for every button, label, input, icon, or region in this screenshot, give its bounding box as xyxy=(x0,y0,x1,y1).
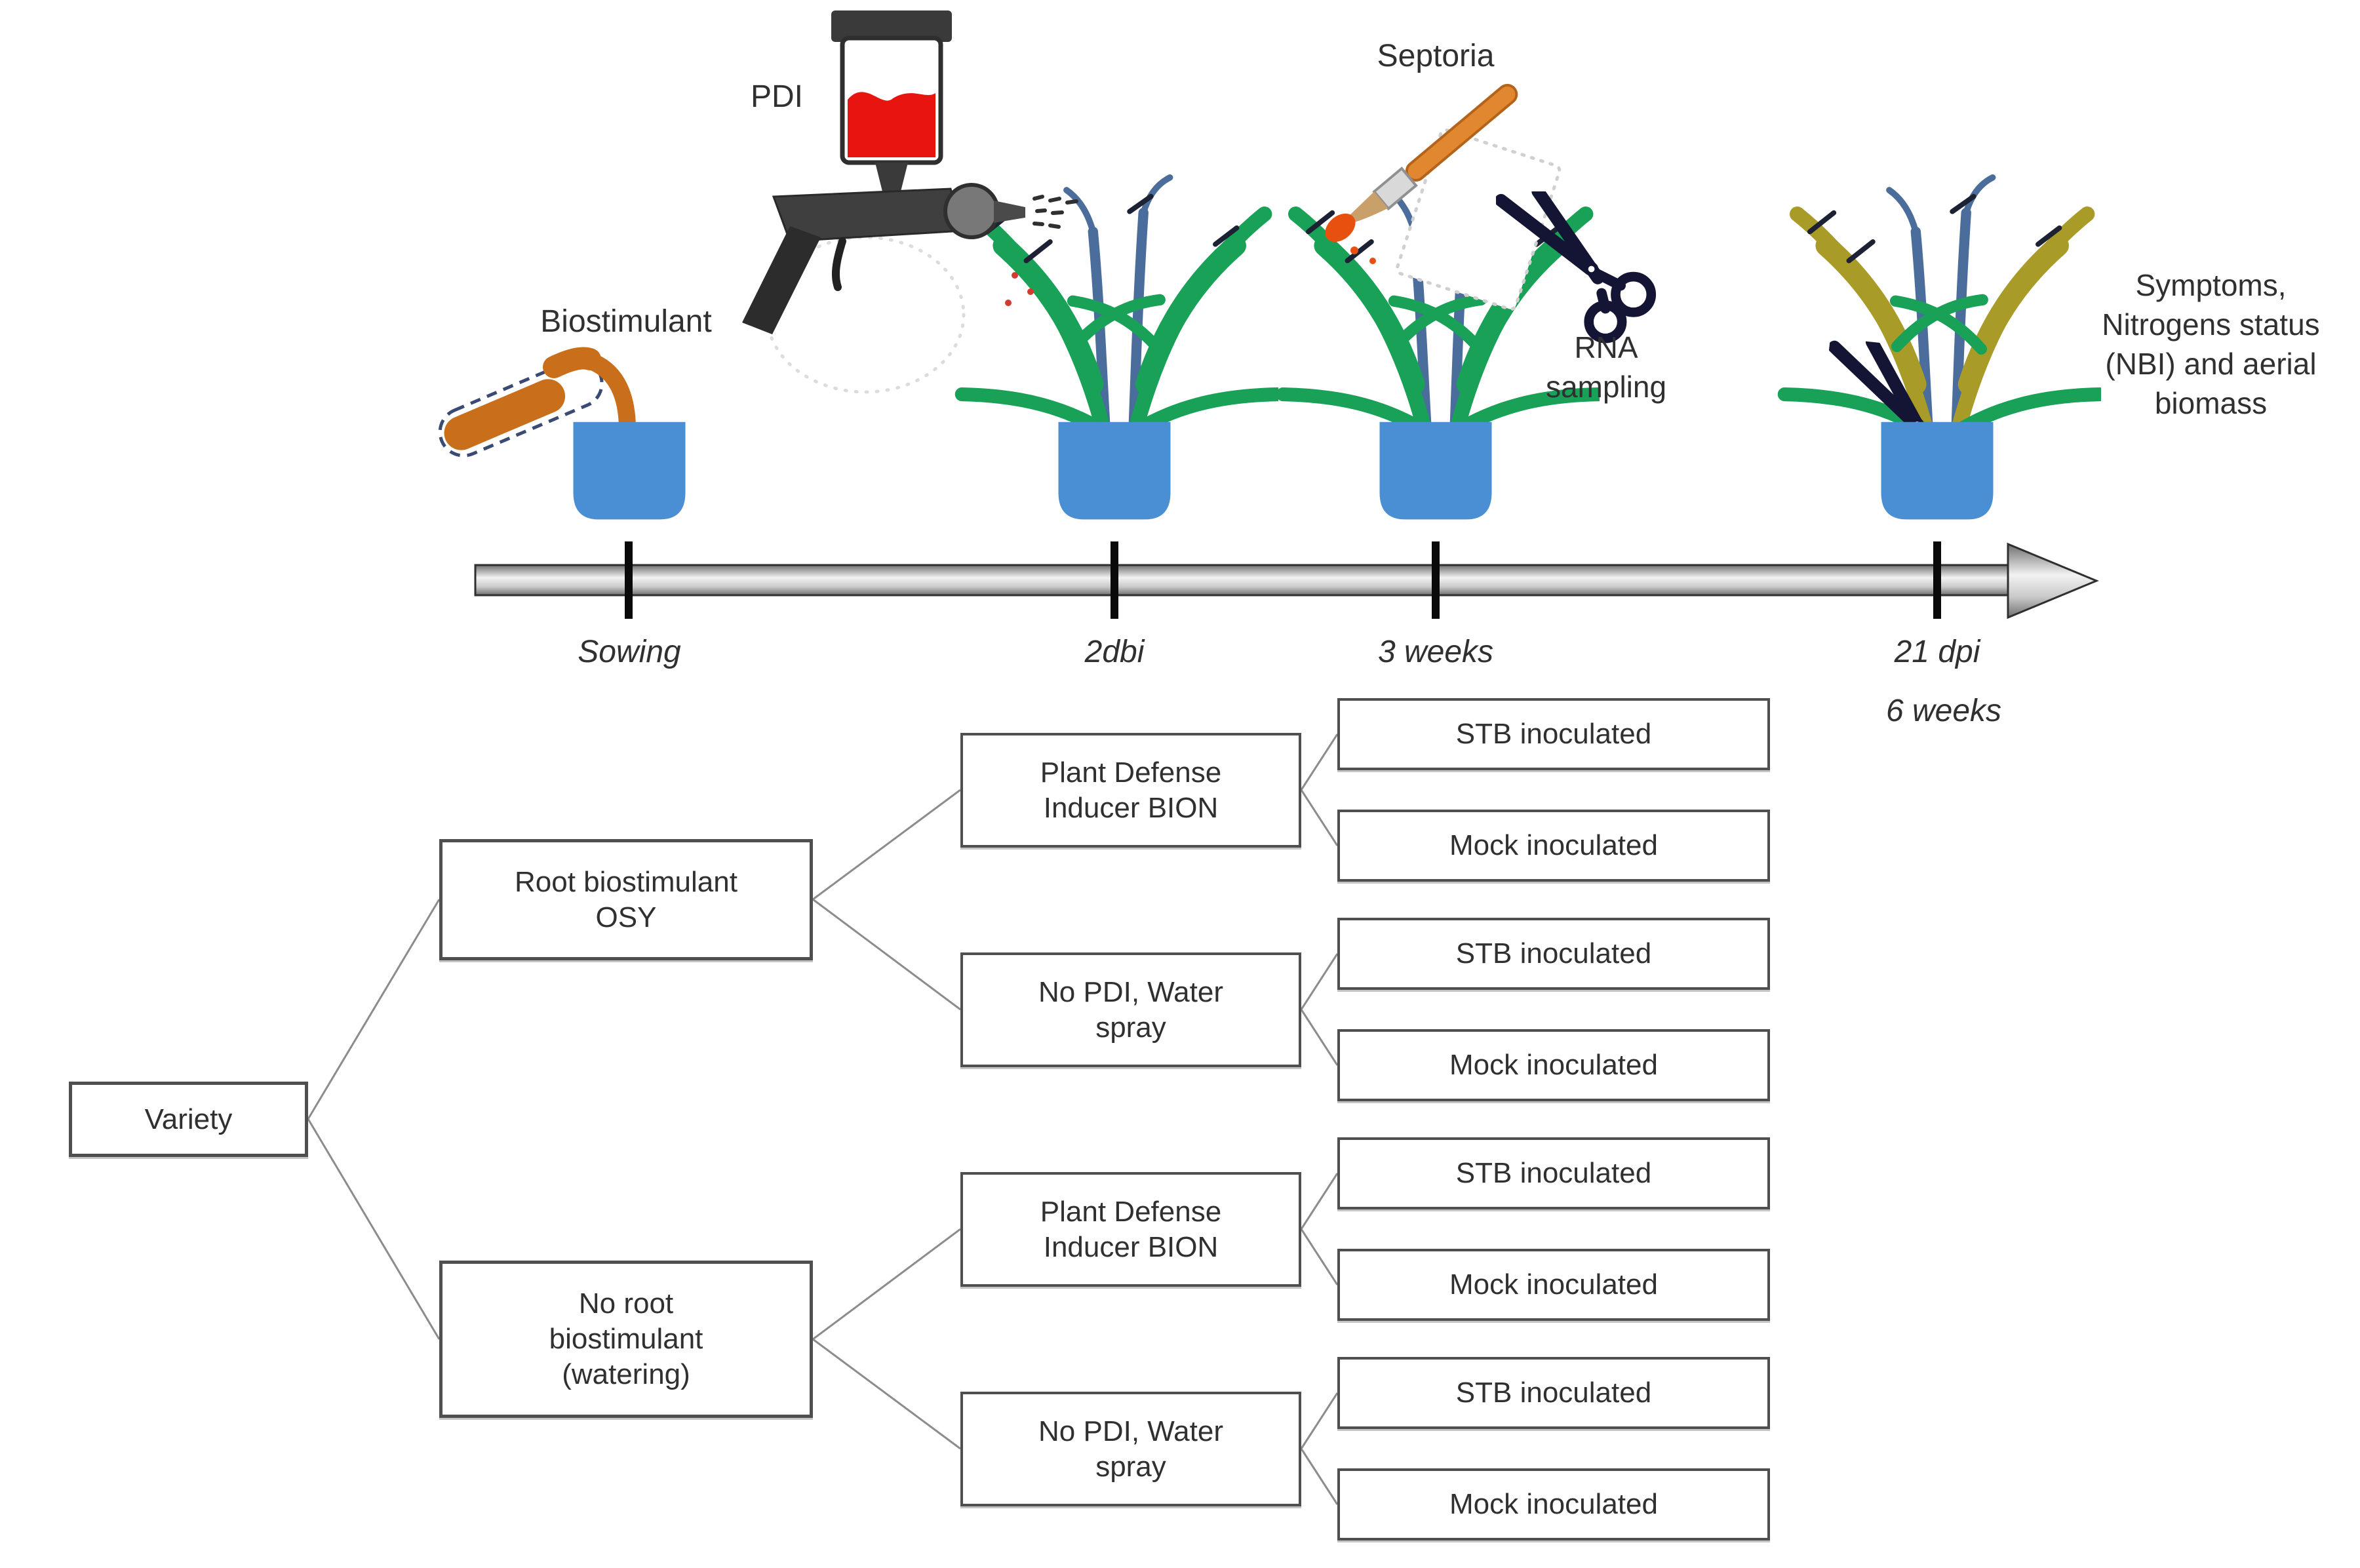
tree-node-no-pdi-bottom: No PDI, Water spray xyxy=(960,1392,1301,1506)
pdi-label: PDI xyxy=(750,79,803,114)
milestone-21dpi: 21 dpi xyxy=(1894,634,1980,669)
pot-3weeks xyxy=(1379,421,1492,520)
rna-sampling-label: RNA sampling xyxy=(1545,330,1667,404)
outcome-label: Symptoms, Nitrogens status (NBI) and aer… xyxy=(2102,268,2320,420)
flask-icon xyxy=(438,347,637,458)
spray-droplets-red xyxy=(1005,272,1034,306)
timeline-tick-21dpi xyxy=(1933,541,1941,619)
tree-node-no-pdi-top: No PDI, Water spray xyxy=(960,952,1301,1067)
timeline-tick-3weeks xyxy=(1432,541,1440,619)
tree-node-variety: Variety xyxy=(69,1082,308,1157)
tree-leaf-stb-2: STB inoculated xyxy=(1337,918,1770,990)
pot-sowing xyxy=(573,421,686,520)
tree-leaf-mock-3: Mock inoculated xyxy=(1337,1249,1770,1321)
tree-node-root-biostimulant: Root biostimulant OSY xyxy=(439,839,813,960)
tree-leaf-mock-2: Mock inoculated xyxy=(1337,1029,1770,1101)
milestone-6weeks: 6 weeks xyxy=(1885,693,2002,728)
tree-leaf-stb-1: STB inoculated xyxy=(1337,698,1770,770)
paintbrush-icon xyxy=(1325,83,1518,243)
timeline-tick-2dbi xyxy=(1111,541,1118,619)
tree-node-pdi-bion-bottom: Plant Defense Inducer BION xyxy=(960,1172,1301,1287)
milestone-3weeks: 3 weeks xyxy=(1377,634,1494,669)
biostimulant-label: Biostimulant xyxy=(540,304,712,339)
spray-gun-icon xyxy=(742,10,1078,334)
septoria-label: Septoria xyxy=(1377,38,1495,73)
milestone-2dbi: 2dbi xyxy=(1084,634,1145,669)
tree-node-pdi-bion-top: Plant Defense Inducer BION xyxy=(960,733,1301,848)
tree-leaf-stb-4: STB inoculated xyxy=(1337,1357,1770,1429)
inoculum-sachet-dashed xyxy=(1395,128,1562,311)
plant-21dpi xyxy=(1784,178,2100,433)
timeline-tick-sowing xyxy=(625,541,633,619)
tree-connectors xyxy=(307,734,1339,1505)
timeline-arrow xyxy=(474,541,2099,619)
spray-cloud-dashed xyxy=(765,235,966,394)
pot-21dpi xyxy=(1881,421,1994,520)
tree-leaf-stb-3: STB inoculated xyxy=(1337,1137,1770,1209)
tree-leaf-mock-1: Mock inoculated xyxy=(1337,810,1770,882)
spray-dots xyxy=(1032,195,1078,229)
tree-leaf-mock-4: Mock inoculated xyxy=(1337,1468,1770,1540)
inoculum-drops xyxy=(1350,246,1376,264)
pot-2dbi xyxy=(1058,421,1171,520)
milestone-sowing: Sowing xyxy=(578,634,681,669)
tree-node-no-root-biostimulant: No root biostimulant (watering) xyxy=(439,1261,813,1418)
